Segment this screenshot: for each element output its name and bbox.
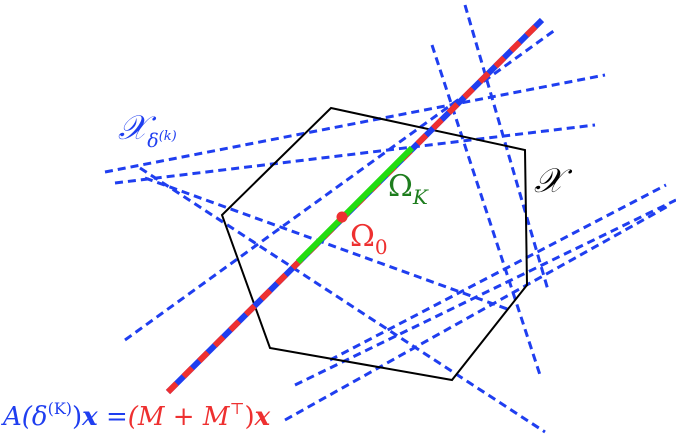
dashed-line-9 xyxy=(294,198,676,387)
dashed-line-3 xyxy=(139,166,546,434)
dashed-line-6 xyxy=(463,4,550,291)
dashed-line-7 xyxy=(124,28,556,342)
label-omega-k: ΩK xyxy=(388,169,429,209)
omega-0-point xyxy=(336,211,348,223)
dashed-line-10 xyxy=(284,203,671,422)
label-equation: A(δ(K))x =(M + M⊤)x xyxy=(1,399,271,432)
label-x-delta: 𝒳δ(k) xyxy=(118,108,177,152)
dashed-line-5 xyxy=(430,44,542,376)
omega-k-segment xyxy=(295,145,415,265)
dashed-line-8 xyxy=(329,183,667,362)
dashed-line-2 xyxy=(114,123,596,185)
label-x-set: 𝒳 xyxy=(534,161,573,201)
dashed-lines xyxy=(104,4,676,434)
hexagon-x xyxy=(220,106,529,382)
label-omega-0: Ω0 xyxy=(350,219,388,259)
dashed-line-1 xyxy=(104,73,606,174)
